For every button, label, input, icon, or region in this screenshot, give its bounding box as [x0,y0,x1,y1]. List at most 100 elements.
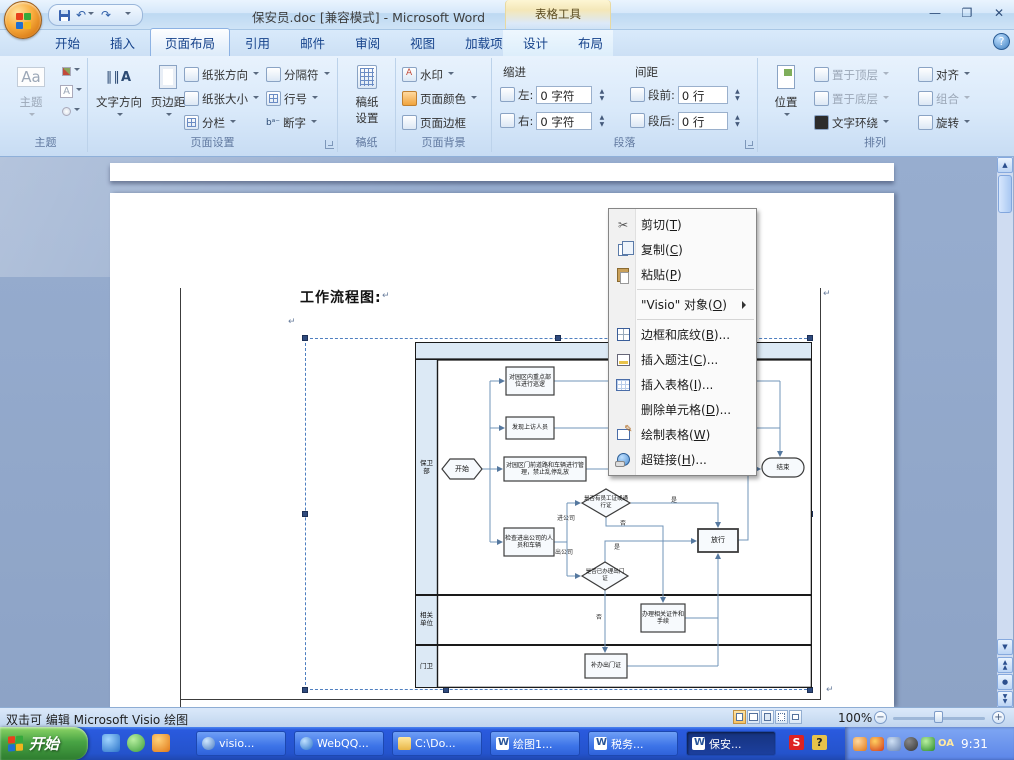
context-menu-item-paste[interactable]: 粘贴(P) [609,262,756,287]
theme-fonts-button[interactable]: A [60,82,82,100]
tab-addins[interactable]: 加载项 [465,36,503,51]
selection-handle[interactable] [807,335,813,341]
outline-view-button[interactable] [775,710,788,724]
context-menu-item-delete-cells[interactable]: 删除单元格(D)... [609,397,756,422]
text-direction-button[interactable]: ∥∥A 文字方向 [94,60,144,130]
send-to-back-button[interactable]: 置于底层 [814,88,889,109]
quick-launch-app-icon[interactable] [152,734,170,752]
tab-view[interactable]: 视图 [410,36,436,51]
spacing-before-stepper[interactable]: ▲▼ [735,87,740,102]
context-menu-item-borders-shading[interactable]: 边框和底纹(B)... [609,322,756,347]
columns-button[interactable]: 分栏 [184,112,236,133]
taskbar-item-tax-doc[interactable]: 税务... [588,731,678,756]
zoom-in-button[interactable]: + [992,711,1005,724]
taskbar-item-visio[interactable]: visio... [196,731,286,756]
selection-handle[interactable] [302,511,308,517]
thunder-tray-icon[interactable] [870,736,884,751]
page-setup-dialog-launcher[interactable] [325,140,334,149]
taskbar-item-folder[interactable]: C:\Do... [392,731,482,756]
tab-insert[interactable]: 插入 [110,36,136,51]
context-menu-item-draw-table[interactable]: 绘制表格(W) [609,422,756,447]
indent-left-stepper[interactable]: ▲▼ [599,87,605,102]
bring-to-front-button[interactable]: 置于顶层 [814,64,889,85]
qq-tray-icon[interactable] [853,736,867,751]
shield-tray-icon[interactable] [921,736,935,751]
selection-handle[interactable] [302,335,308,341]
indent-left-input[interactable]: 0 字符 [536,85,593,104]
help-button[interactable]: ? [993,33,1010,50]
position-button[interactable]: 位置 [764,60,808,130]
taskbar-item-security-doc[interactable]: 保安... [686,731,776,756]
context-menu-item-cut[interactable]: ✂ 剪切(T) [609,212,756,237]
qat-customize-button[interactable] [118,6,136,24]
scrollbar-thumb[interactable] [998,175,1012,213]
tab-home[interactable]: 开始 [55,36,81,51]
ime-sogou-icon[interactable]: S [789,735,804,750]
paper-size-button[interactable]: 纸张大小 [184,88,259,109]
spacing-before-input[interactable]: 0 行 [677,85,728,104]
minimize-icon[interactable]: — [929,6,941,20]
spacing-after-input[interactable]: 0 行 [677,111,728,130]
taskbar-item-webqq[interactable]: WebQQ... [294,731,384,756]
oa-tray-icon[interactable]: OA [938,738,954,749]
office-button[interactable] [4,1,42,39]
tab-review[interactable]: 审阅 [355,36,381,51]
context-menu-item-copy[interactable]: 复制(C) [609,237,756,262]
theme-effects-button[interactable] [60,102,82,120]
select-browse-object-icon[interactable]: ● [997,674,1013,690]
vertical-scrollbar[interactable]: ▲ ▼ ▲▲ ● ▼▼ [997,157,1013,707]
paragraph-dialog-launcher[interactable] [745,140,754,149]
manuscript-setup-button[interactable]: 稿纸 设置 [342,60,392,130]
start-button[interactable]: 开始 [0,727,88,760]
undo-button[interactable]: ↶ [76,6,95,24]
tab-table-layout[interactable]: 布局 [578,36,604,51]
fullscreen-reading-view-button[interactable] [747,710,760,724]
zoom-level[interactable]: 100% [838,711,873,725]
page-color-button[interactable]: 页面颜色 [402,88,477,109]
quick-launch-messenger-icon[interactable] [127,734,145,752]
indent-right-input[interactable]: 0 字符 [536,111,593,130]
web-layout-view-button[interactable] [761,710,774,724]
selection-handle[interactable] [555,335,561,341]
context-menu-item-insert-table[interactable]: 插入表格(I)... [609,372,756,397]
hyphenation-button[interactable]: bᵃ⁻断字 [266,112,317,133]
draft-view-button[interactable] [789,710,802,724]
scroll-up-icon[interactable]: ▲ [997,157,1013,173]
clock[interactable]: 9:31 [960,736,988,751]
zoom-out-button[interactable]: − [874,711,887,724]
tab-table-design[interactable]: 设计 [523,36,549,51]
tab-page-layout[interactable]: 页面布局 [150,28,231,56]
spacing-after-stepper[interactable]: ▲▼ [735,113,740,128]
context-menu-item-hyperlink[interactable]: 超链接(H)... [609,447,756,472]
redo-button[interactable]: ↷ [100,8,112,22]
group-objects-button[interactable]: 组合 [918,88,970,109]
line-numbers-button[interactable]: 行号 [266,88,318,109]
tab-mailings[interactable]: 邮件 [300,36,326,51]
context-menu-item-insert-caption[interactable]: 插入题注(C)... [609,347,756,372]
page-borders-button[interactable]: 页面边框 [402,112,466,133]
save-button[interactable] [55,6,73,24]
ime-help-icon[interactable]: ? [812,735,827,750]
zoom-slider-thumb[interactable] [934,711,943,723]
quick-launch-ie-icon[interactable] [102,734,120,752]
tab-references[interactable]: 引用 [245,36,271,51]
text-wrapping-button[interactable]: 文字环绕 [814,112,889,133]
orientation-button[interactable]: 纸张方向 [184,64,259,85]
next-page-icon[interactable]: ▼▼ [997,691,1013,707]
indent-right-stepper[interactable]: ▲▼ [599,113,605,128]
margins-button[interactable]: 页边距 [146,60,190,130]
taskbar-item-drawing1[interactable]: 绘图1... [490,731,580,756]
theme-colors-button[interactable] [60,62,82,80]
themes-button[interactable]: Aa 主题 [6,60,56,130]
previous-page-icon[interactable]: ▲▲ [997,657,1013,673]
device-tray-icon[interactable] [887,736,901,751]
close-icon[interactable]: ✕ [993,6,1005,20]
restore-icon[interactable]: ❐ [961,6,973,20]
breaks-button[interactable]: 分隔符 [266,64,330,85]
align-button[interactable]: 对齐 [918,64,970,85]
context-menu-item-visio-object[interactable]: "Visio" 对象(O) [609,292,756,317]
print-layout-view-button[interactable] [733,710,746,724]
scroll-down-icon[interactable]: ▼ [997,639,1013,655]
volume-tray-icon[interactable] [904,736,918,751]
